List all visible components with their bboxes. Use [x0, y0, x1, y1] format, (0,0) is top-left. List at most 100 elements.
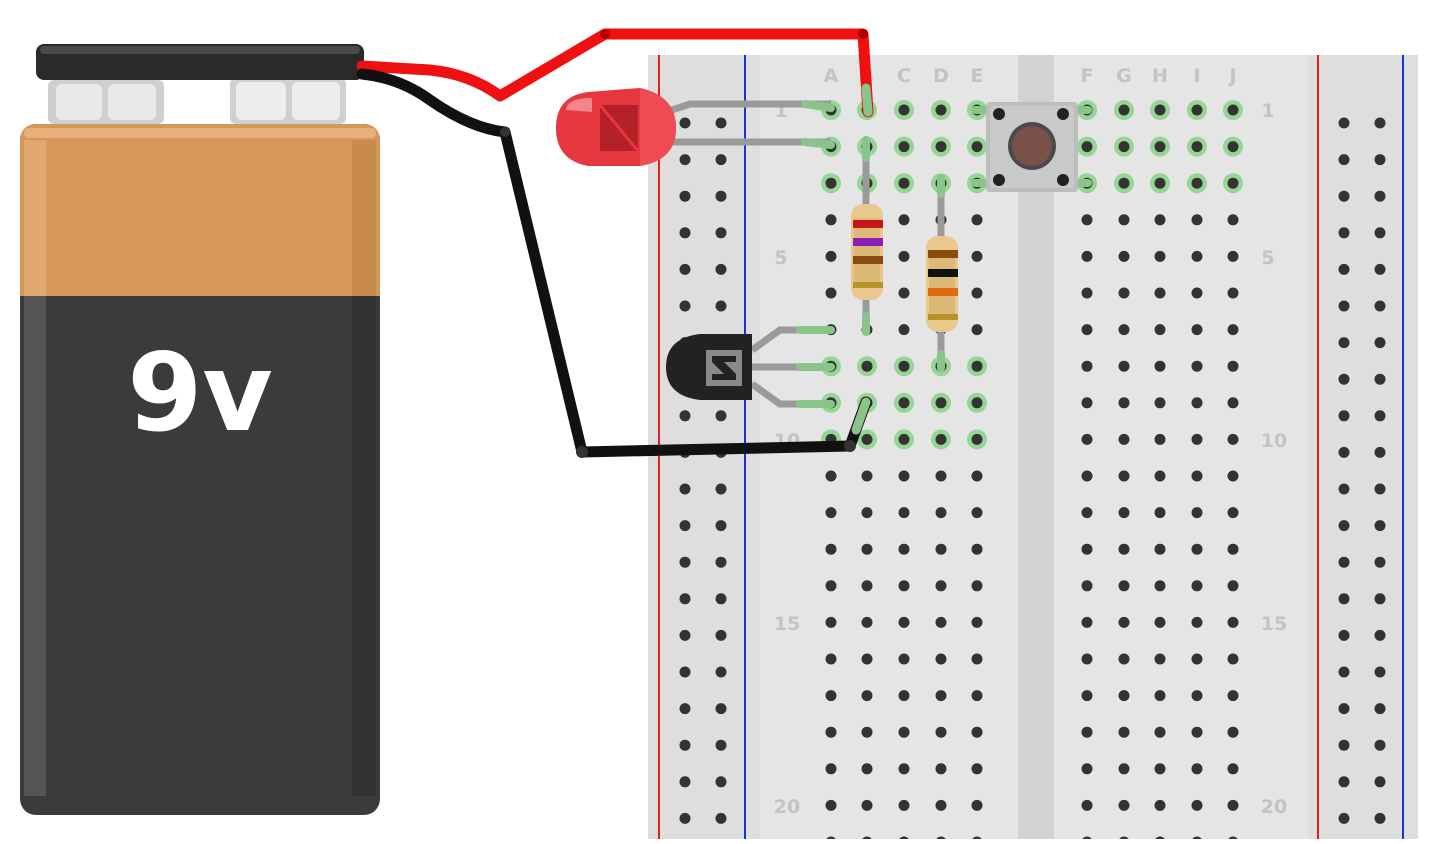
power-rail-hole — [715, 629, 727, 641]
breadboard-hole — [1118, 287, 1130, 299]
breadboard-hole — [1154, 141, 1166, 153]
breadboard-hole — [898, 507, 910, 519]
breadboard-hole — [935, 726, 947, 738]
power-rail-hole — [715, 739, 727, 751]
power-rail-hole — [1338, 337, 1350, 349]
push-button-icon — [1012, 126, 1052, 166]
breadboard-hole — [825, 690, 837, 702]
power-rail-hole — [1374, 263, 1386, 275]
breadboard-hole — [1118, 250, 1130, 262]
breadboard-hole — [1081, 653, 1093, 665]
breadboard-hole — [1081, 397, 1093, 409]
power-rail-hole — [1338, 410, 1350, 422]
breadboard-hole — [1227, 287, 1239, 299]
breadboard-hole — [1191, 799, 1203, 811]
breadboard-hole — [1118, 141, 1130, 153]
breadboard-hole — [1191, 580, 1203, 592]
breadboard-hole — [898, 214, 910, 226]
breadboard-hole — [1118, 616, 1130, 628]
resistor-2 — [926, 174, 958, 372]
breadboard-hole — [1081, 616, 1093, 628]
power-rail-hole — [715, 300, 727, 312]
breadboard-hole — [898, 653, 910, 665]
battery-shine-right — [352, 296, 376, 796]
breadboard-hole — [1081, 287, 1093, 299]
wire-bend-point — [858, 29, 868, 39]
power-rail-hole — [679, 703, 691, 715]
resistor-body-mid — [854, 218, 880, 288]
breadboard-hole — [1118, 799, 1130, 811]
column-label-e: E — [971, 65, 984, 87]
power-rail-hole — [1374, 373, 1386, 385]
power-rail-hole — [715, 190, 727, 202]
power-rail-hole — [679, 483, 691, 495]
breadboard-hole — [861, 360, 873, 372]
breadboard-hole — [861, 580, 873, 592]
row-label-20-right: 20 — [1261, 796, 1287, 818]
breadboard-hole — [1191, 763, 1203, 775]
wire-bend-point — [844, 440, 856, 452]
breadboard-hole — [971, 543, 983, 555]
power-rail-hole — [1338, 154, 1350, 166]
led-lead-tip — [801, 100, 835, 112]
breadboard-hole — [1227, 177, 1239, 189]
breadboard-hole — [825, 214, 837, 226]
breadboard-hole — [825, 507, 837, 519]
breadboard-hole — [1081, 507, 1093, 519]
led-highlight — [566, 98, 592, 112]
breadboard-holes — [679, 100, 1386, 844]
breadboard-hole — [1154, 580, 1166, 592]
breadboard-hole — [971, 287, 983, 299]
breadboard-hole — [898, 763, 910, 775]
breadboard-hole — [825, 799, 837, 811]
breadboard-hole — [1154, 507, 1166, 519]
breadboard-hole — [1081, 726, 1093, 738]
row-label-15-left: 15 — [774, 613, 800, 635]
breadboard-hole — [1081, 360, 1093, 372]
breadboard-hole — [1154, 726, 1166, 738]
column-label-j: J — [1227, 65, 1236, 87]
column-label-h: H — [1152, 65, 1168, 87]
breadboard-hole — [861, 507, 873, 519]
breadboard-hole — [1081, 763, 1093, 775]
breadboard-hole — [1191, 104, 1203, 116]
power-rail-hole — [1374, 227, 1386, 239]
breadboard-hole — [971, 726, 983, 738]
power-rail-hole — [715, 483, 727, 495]
transistor-component — [666, 326, 835, 408]
breadboard-hole — [935, 580, 947, 592]
breadboard-hole — [1227, 433, 1239, 445]
push-button-corner — [1057, 108, 1069, 120]
breadboard-hole — [971, 616, 983, 628]
resistor-band — [928, 314, 958, 320]
breadboard-hole — [971, 690, 983, 702]
breadboard-hole — [1227, 397, 1239, 409]
breadboard-hole — [1118, 507, 1130, 519]
power-rail-hole — [1338, 483, 1350, 495]
resistor-band — [928, 250, 958, 258]
wire-bend-point — [600, 29, 610, 39]
led-component — [556, 88, 835, 166]
power-rail-hole — [679, 263, 691, 275]
breadboard-hole — [1118, 104, 1130, 116]
breadboard-hole — [1227, 250, 1239, 262]
push-button-corner — [1057, 174, 1069, 186]
breadboard-hole — [1227, 104, 1239, 116]
battery-terminal-negative — [230, 78, 346, 124]
breadboard-hole — [825, 616, 837, 628]
power-rail-hole — [715, 812, 727, 824]
breadboard-hole — [825, 726, 837, 738]
breadboard-hole — [1154, 616, 1166, 628]
breadboard-hole — [1154, 324, 1166, 336]
power-rail-hole — [1338, 703, 1350, 715]
column-label-f: F — [1081, 65, 1094, 87]
breadboard-hole — [1154, 433, 1166, 445]
breadboard-hole — [1191, 177, 1203, 189]
power-rail-hole — [1374, 446, 1386, 458]
breadboard-hole — [1191, 690, 1203, 702]
power-rail-hole — [679, 593, 691, 605]
power-rail-hole — [679, 154, 691, 166]
battery-body — [20, 124, 380, 815]
breadboard-hole — [898, 104, 910, 116]
power-rail-hole — [1338, 227, 1350, 239]
